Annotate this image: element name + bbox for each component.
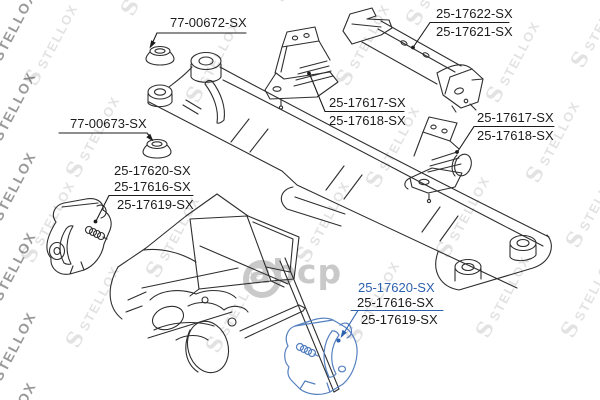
part-label-mid-grommet: 77-00673-SX bbox=[70, 116, 147, 131]
part-label-selected-mount-a[interactable]: 25-17620-SX bbox=[358, 280, 435, 295]
part-label-mount-right-b: 25-17618-SX bbox=[477, 128, 554, 143]
part-label-selected-mount-c: 25-17619-SX bbox=[361, 312, 438, 327]
part-label-mount-top-a: 25-17617-SX bbox=[329, 95, 406, 110]
part-label-crossmember-b: 25-17621-SX bbox=[436, 24, 513, 39]
frame-crossmember-drawing bbox=[147, 51, 552, 291]
part-label-top-grommet: 77-00672-SX bbox=[170, 15, 247, 30]
grommet-mid-drawing bbox=[142, 138, 172, 159]
leader-lines bbox=[58, 21, 555, 224]
truck-drawing bbox=[109, 193, 340, 393]
part-label-selected-mount-b: 25-17616-SX bbox=[357, 295, 434, 310]
part-label-mount-right-a: 25-17617-SX bbox=[477, 110, 554, 125]
selected-mount-drawing[interactable] bbox=[284, 317, 358, 395]
part-label-mount-top-b: 25-17618-SX bbox=[329, 113, 406, 128]
selected-leader-line bbox=[336, 309, 444, 343]
part-label-left-mount-b: 25-17616-SX bbox=[114, 179, 191, 194]
grommet-top-drawing bbox=[145, 45, 175, 66]
top-crossmember-drawing bbox=[342, 7, 484, 113]
part-label-left-mount-a: 25-17620-SX bbox=[114, 163, 191, 178]
engine-mount-right-drawing bbox=[404, 116, 472, 204]
part-label-crossmember-a: 25-17622-SX bbox=[436, 6, 513, 21]
part-label-left-mount-c: 25-17619-SX bbox=[117, 197, 194, 212]
left-mount-drawing bbox=[46, 198, 112, 275]
engine-mount-top-drawing bbox=[264, 26, 339, 110]
